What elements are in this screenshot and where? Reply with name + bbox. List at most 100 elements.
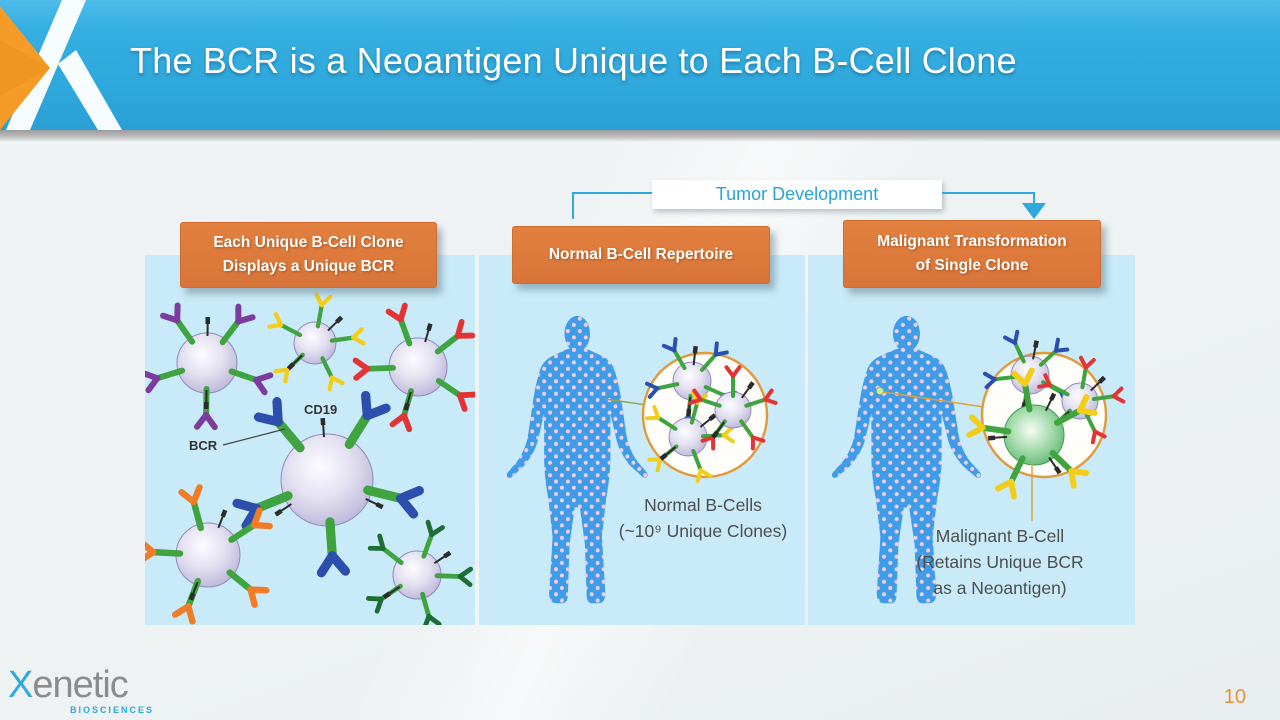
cd19-spike-icon: [365, 497, 384, 510]
cd19-spike-icon: [1044, 392, 1057, 412]
bcr-receptor-icon: [320, 356, 345, 392]
logo-x-glyph: X: [8, 664, 33, 706]
human-figure: [506, 315, 648, 604]
bcr-receptor-icon: [178, 484, 204, 532]
column-header-unique-bcr: Each Unique B-Cell Clone Displays a Uniq…: [180, 222, 437, 288]
normal-bcells-caption: Normal B-Cells (~10⁹ Unique Clones): [618, 495, 788, 541]
bcr-receptor-icon: [435, 378, 475, 412]
page-number: 10: [1223, 686, 1246, 708]
bcr-receptor-icon: [691, 449, 713, 483]
bcr-receptor-icon: [316, 517, 351, 578]
bcell: [145, 302, 274, 431]
bcr-receptor-icon: [1078, 355, 1096, 390]
bcr-receptor-icon: [228, 507, 273, 543]
bcr-receptor-icon: [1049, 450, 1090, 489]
bcell: [232, 390, 424, 578]
bcr-receptor-icon: [160, 302, 196, 345]
cd19-spike-icon: [1032, 340, 1039, 360]
cd19-spike-icon: [1090, 375, 1107, 392]
cd19-spike-icon: [659, 446, 677, 461]
bcr-receptor-icon: [744, 388, 778, 408]
bcr-receptor-icon: [228, 368, 274, 396]
bcr-receptor-icon: [644, 405, 678, 431]
bcr-receptor-icon: [982, 371, 1018, 390]
bcr-receptor-icon: [226, 569, 270, 608]
bcr-receptor-icon: [1037, 373, 1070, 397]
tumor-development-bracket-arrow: [572, 192, 1046, 219]
cd19-spike-icon: [327, 315, 344, 332]
bcr-receptor-icon: [420, 591, 442, 625]
column-header-malignant-transformation: Malignant Transformation of Single Clone: [843, 220, 1101, 288]
cd19-spike-icon: [188, 581, 199, 601]
cd19-spike-icon: [1048, 456, 1062, 475]
tumor-development-label: Tumor Development: [652, 180, 942, 209]
bcr-receptor-icon: [739, 419, 766, 451]
bcr-receptor-icon: [1053, 394, 1098, 426]
bcr-receptor-icon: [219, 303, 256, 346]
bcr-receptor-icon: [724, 365, 742, 398]
cd19-spike-icon: [711, 421, 725, 439]
bcr-receptor-icon: [385, 302, 413, 347]
bcr-receptor-icon: [421, 519, 445, 559]
bcr-receptor-icon: [232, 491, 293, 531]
bcell: [145, 484, 273, 625]
panel-normal-repertoire: Normal B-Cells (~10⁹ Unique Clones): [479, 255, 805, 625]
cd19-spike-icon: [286, 354, 303, 371]
logo-wordmark: enetic: [32, 664, 128, 706]
bcr-receptor-icon: [363, 485, 424, 519]
bcr-receptor-icon: [434, 566, 473, 587]
cd19-spike-icon: [320, 417, 326, 438]
bcr-receptor-icon: [966, 414, 1012, 438]
bcr-receptor-icon: [253, 397, 305, 453]
bcr-receptor-icon: [434, 318, 475, 355]
normal-body-illustration: [506, 315, 778, 604]
cd19-spike-icon: [741, 381, 755, 399]
bcell: [982, 329, 1075, 423]
bcr-receptor-icon: [344, 390, 391, 449]
malignant-body-illustration: [831, 315, 1126, 604]
cd19-spike-icon: [382, 585, 401, 600]
bcr-receptor-icon: [314, 292, 333, 329]
cd19-spike-icon: [692, 345, 698, 366]
bcr-receptor-icon: [700, 341, 729, 372]
company-logo: Xenetic BIOSCIENCES: [8, 666, 154, 715]
panel-malignant-clone: Malignant B-Cell (Retains Unique BCR as …: [808, 255, 1135, 625]
header-shadow: [0, 130, 1280, 142]
panel-unique-bcr-cells: CD19 BCR: [145, 255, 475, 625]
arrow-down-icon: [1022, 203, 1046, 219]
brand-chevron-icon: [0, 0, 122, 130]
column-header-normal-repertoire: Normal B-Cell Repertoire: [512, 226, 770, 284]
bcr-receptor-icon: [645, 381, 680, 399]
bcell-cells-illustration: CD19 BCR: [145, 292, 475, 625]
cd19-spike-icon: [424, 323, 433, 343]
bcr-receptor-icon: [367, 533, 404, 566]
logo-subtitle: BIOSCIENCES: [70, 705, 155, 715]
cd19-spike-icon: [217, 509, 228, 529]
cd19-spike-icon: [987, 435, 1008, 441]
bcr-receptor-icon: [1091, 386, 1126, 404]
cd19-spike-icon: [403, 391, 412, 411]
bcell: [267, 292, 366, 392]
bcr-receptor-icon: [661, 337, 687, 371]
bcell: [366, 519, 473, 625]
bcr-receptor-icon: [329, 327, 366, 346]
bcr-receptor-icon: [994, 455, 1026, 500]
bcr-receptor-icon: [1011, 367, 1035, 413]
bcr-label: BCR: [189, 438, 218, 453]
bcr-receptor-icon: [1084, 411, 1107, 445]
header-banner: The BCR is a Neoantigen Unique to Each B…: [0, 0, 1280, 130]
cd19-spike-icon: [699, 413, 717, 428]
cd19-spike-icon: [274, 503, 292, 517]
bcell: [688, 365, 778, 451]
bcr-receptor-icon: [267, 312, 303, 338]
bcr-receptor-icon: [145, 538, 184, 564]
page-title: The BCR is a Neoantigen Unique to Each B…: [130, 40, 1017, 81]
bcr-receptor-icon: [1003, 329, 1026, 364]
malignant-bcell-caption: Malignant B-Cell (Retains Unique BCR as …: [916, 526, 1084, 598]
malignant-bcell: [966, 367, 1098, 500]
bcr-receptor-icon: [1038, 337, 1070, 367]
bcr-receptor-icon: [688, 388, 722, 408]
malignant-origin-dot: [876, 386, 885, 395]
bcell: [352, 302, 475, 433]
